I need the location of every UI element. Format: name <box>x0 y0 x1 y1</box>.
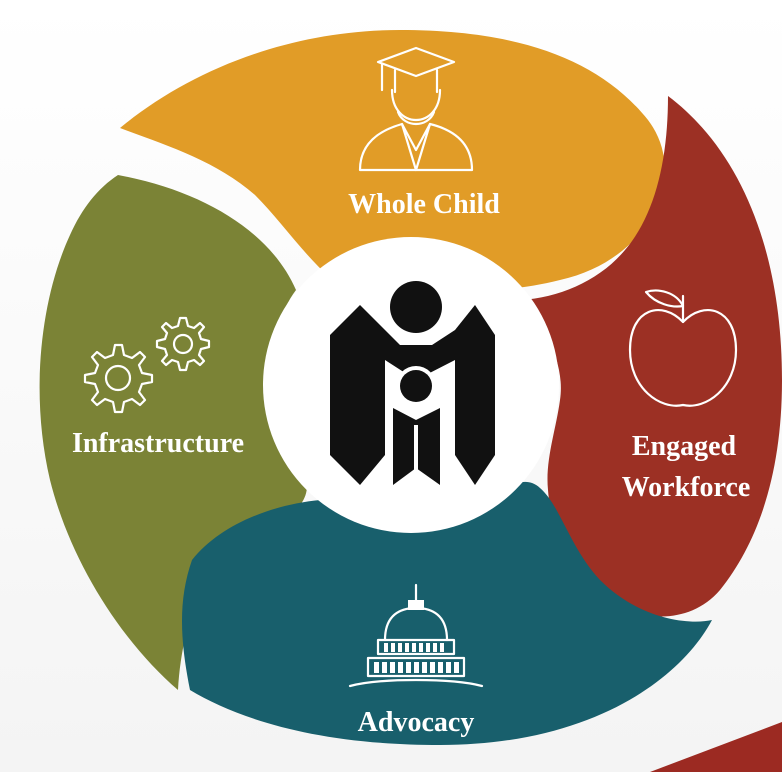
advocacy-label: Advocacy <box>358 707 475 738</box>
infrastructure-label: Infrastructure <box>72 428 244 459</box>
segment-infrastructure <box>39 175 307 690</box>
gears-icon <box>83 316 211 414</box>
whole-child-label: Whole Child <box>348 189 500 220</box>
accent-stripe <box>650 722 782 772</box>
segment-advocacy <box>182 481 712 745</box>
capitol-dome-icon <box>348 583 484 688</box>
segment-engaged-workforce <box>520 96 782 617</box>
organization-logo-icon <box>330 281 495 485</box>
segment-whole-child <box>120 30 665 291</box>
engaged-workforce-label-line1: Engaged <box>632 431 737 462</box>
engaged-workforce-label-line2: Workforce <box>622 472 751 503</box>
graduate-icon <box>358 46 474 172</box>
apple-icon <box>628 289 738 407</box>
